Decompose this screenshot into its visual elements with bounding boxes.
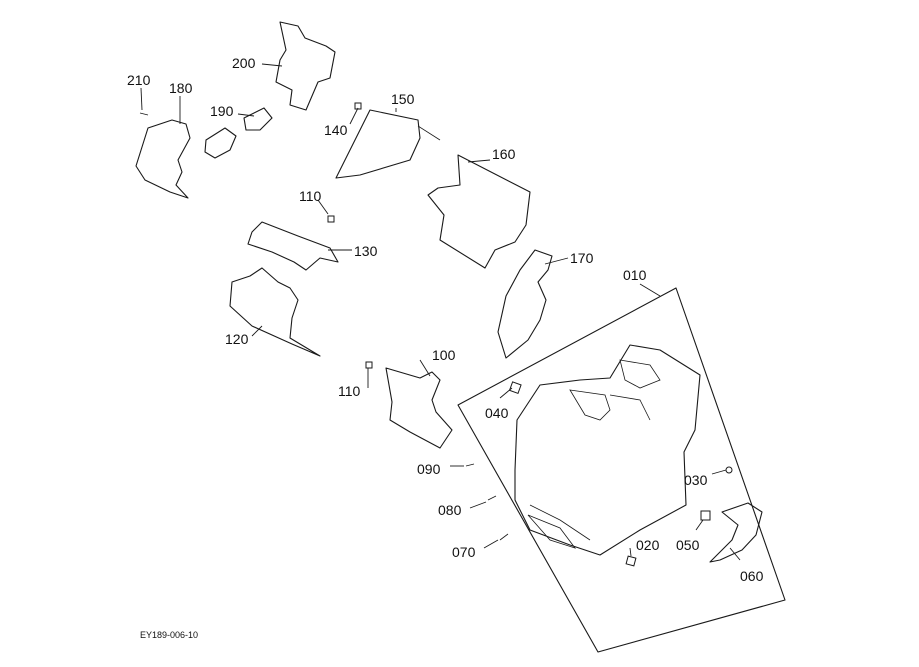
bolt-080-part	[487, 495, 497, 501]
callout-120: 120	[225, 331, 249, 347]
callout-090: 090	[417, 461, 441, 477]
callout-130: 130	[354, 243, 378, 259]
plate-130-part	[247, 221, 339, 271]
assembly-010-boundary	[457, 287, 786, 653]
callout-160: 160	[492, 146, 516, 162]
plate-190-part	[204, 127, 237, 159]
bolt-070-part	[499, 533, 509, 541]
callout-150: 150	[391, 91, 415, 107]
plate-180-part	[135, 119, 191, 199]
callout-080: 080	[438, 502, 462, 518]
nut-040-part	[508, 381, 522, 395]
nut-050-part	[700, 510, 711, 521]
bolt-090-part	[465, 463, 475, 467]
diagram-reference-code: EY189-006-10	[140, 630, 198, 640]
callout-labels: 010 020 030 040 050 060 070 080 090 100 …	[127, 55, 764, 584]
bolt-030-part	[725, 466, 733, 474]
plate-190b-part	[243, 107, 273, 131]
plate-120-part	[229, 267, 321, 357]
plate-160-part	[427, 154, 531, 269]
callout-170: 170	[570, 250, 594, 266]
callout-100: 100	[432, 347, 456, 363]
plate-170-part	[497, 249, 553, 359]
callout-190: 190	[210, 103, 234, 119]
callout-030: 030	[684, 472, 708, 488]
main-casing-part	[514, 344, 701, 556]
callout-060: 060	[740, 568, 764, 584]
callout-110-lower: 110	[338, 383, 361, 399]
bolt-110-lower-part	[365, 361, 373, 369]
callout-200: 200	[232, 55, 256, 71]
callout-070: 070	[452, 544, 476, 560]
callout-040: 040	[485, 405, 509, 421]
callout-020: 020	[636, 537, 660, 553]
bolt-110-upper-part	[327, 215, 335, 223]
callout-180: 180	[169, 80, 193, 96]
nut-020-part	[625, 555, 637, 567]
bracket-200-part	[275, 21, 336, 111]
plate-150-part	[335, 109, 421, 179]
leader-lines	[140, 63, 741, 561]
callout-210: 210	[127, 72, 151, 88]
callout-110-upper: 110	[299, 188, 322, 204]
cover-060-part	[709, 502, 763, 563]
callout-010: 010	[623, 267, 647, 283]
callout-050: 050	[676, 537, 700, 553]
pin-210-part	[139, 112, 149, 116]
callout-140: 140	[324, 122, 348, 138]
plate-100-part	[385, 367, 453, 449]
